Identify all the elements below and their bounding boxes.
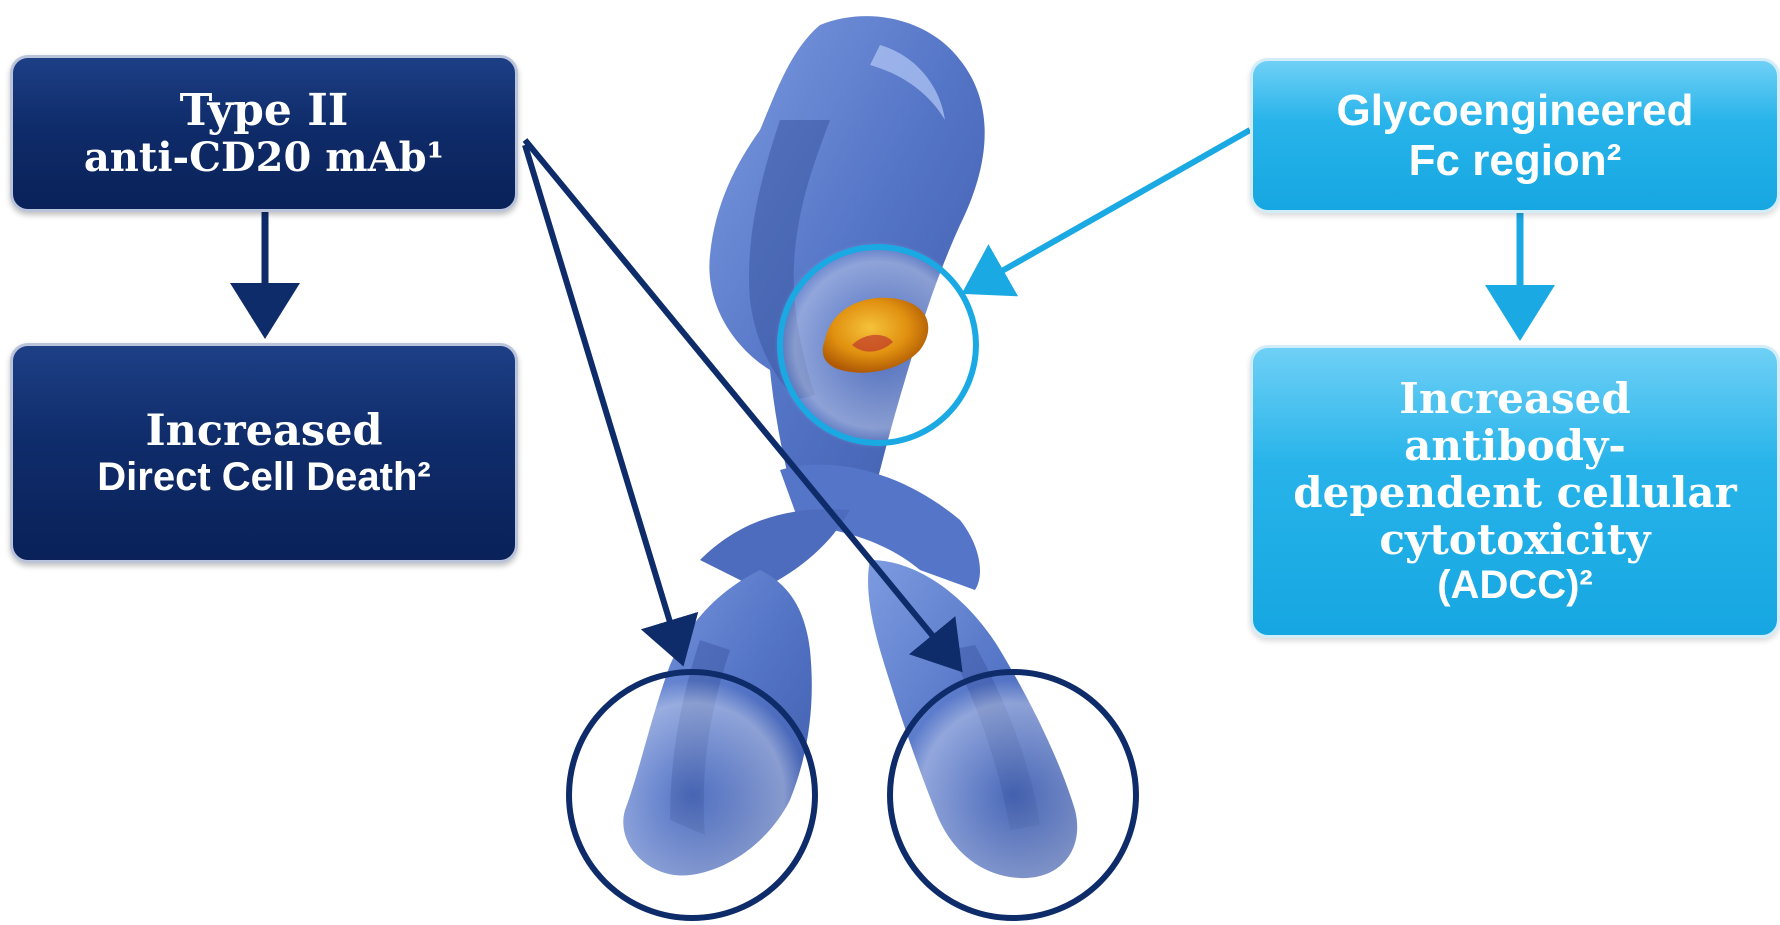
adcc-line-1: Increased (1399, 375, 1631, 422)
left-fab-glow (577, 680, 807, 910)
mechanism-line-1: Type II (180, 86, 349, 135)
fc-region-box: Glycoengineered Fc region² (1250, 58, 1780, 213)
antibody-illustration (577, 16, 1128, 910)
adcc-box: Increased antibody- dependent cellular c… (1250, 345, 1780, 638)
fc-region-line-2: Fc region² (1409, 136, 1622, 185)
direct-cell-death-box: Increased Direct Cell Death² (10, 343, 518, 563)
mechanism-line-2: anti-CD20 mAb¹ (84, 136, 444, 181)
right-fab-glow (898, 680, 1128, 910)
adcc-line-4: cytotoxicity (1379, 516, 1650, 563)
fc-region-line-1: Glycoengineered (1336, 86, 1693, 135)
arrow-mechanism-to-left-fab (525, 145, 680, 655)
mechanism-box: Type II anti-CD20 mAb¹ (10, 55, 518, 212)
direct-death-line-2: Direct Cell Death² (97, 455, 430, 500)
adcc-line-2: antibody- (1404, 422, 1626, 469)
direct-death-line-1: Increased (145, 407, 382, 455)
adcc-line-3: dependent cellular (1293, 469, 1736, 516)
antibody-hinge-2 (700, 509, 850, 590)
arrow-fc-to-circle (972, 130, 1250, 288)
adcc-line-5: (ADCC)² (1437, 563, 1593, 608)
